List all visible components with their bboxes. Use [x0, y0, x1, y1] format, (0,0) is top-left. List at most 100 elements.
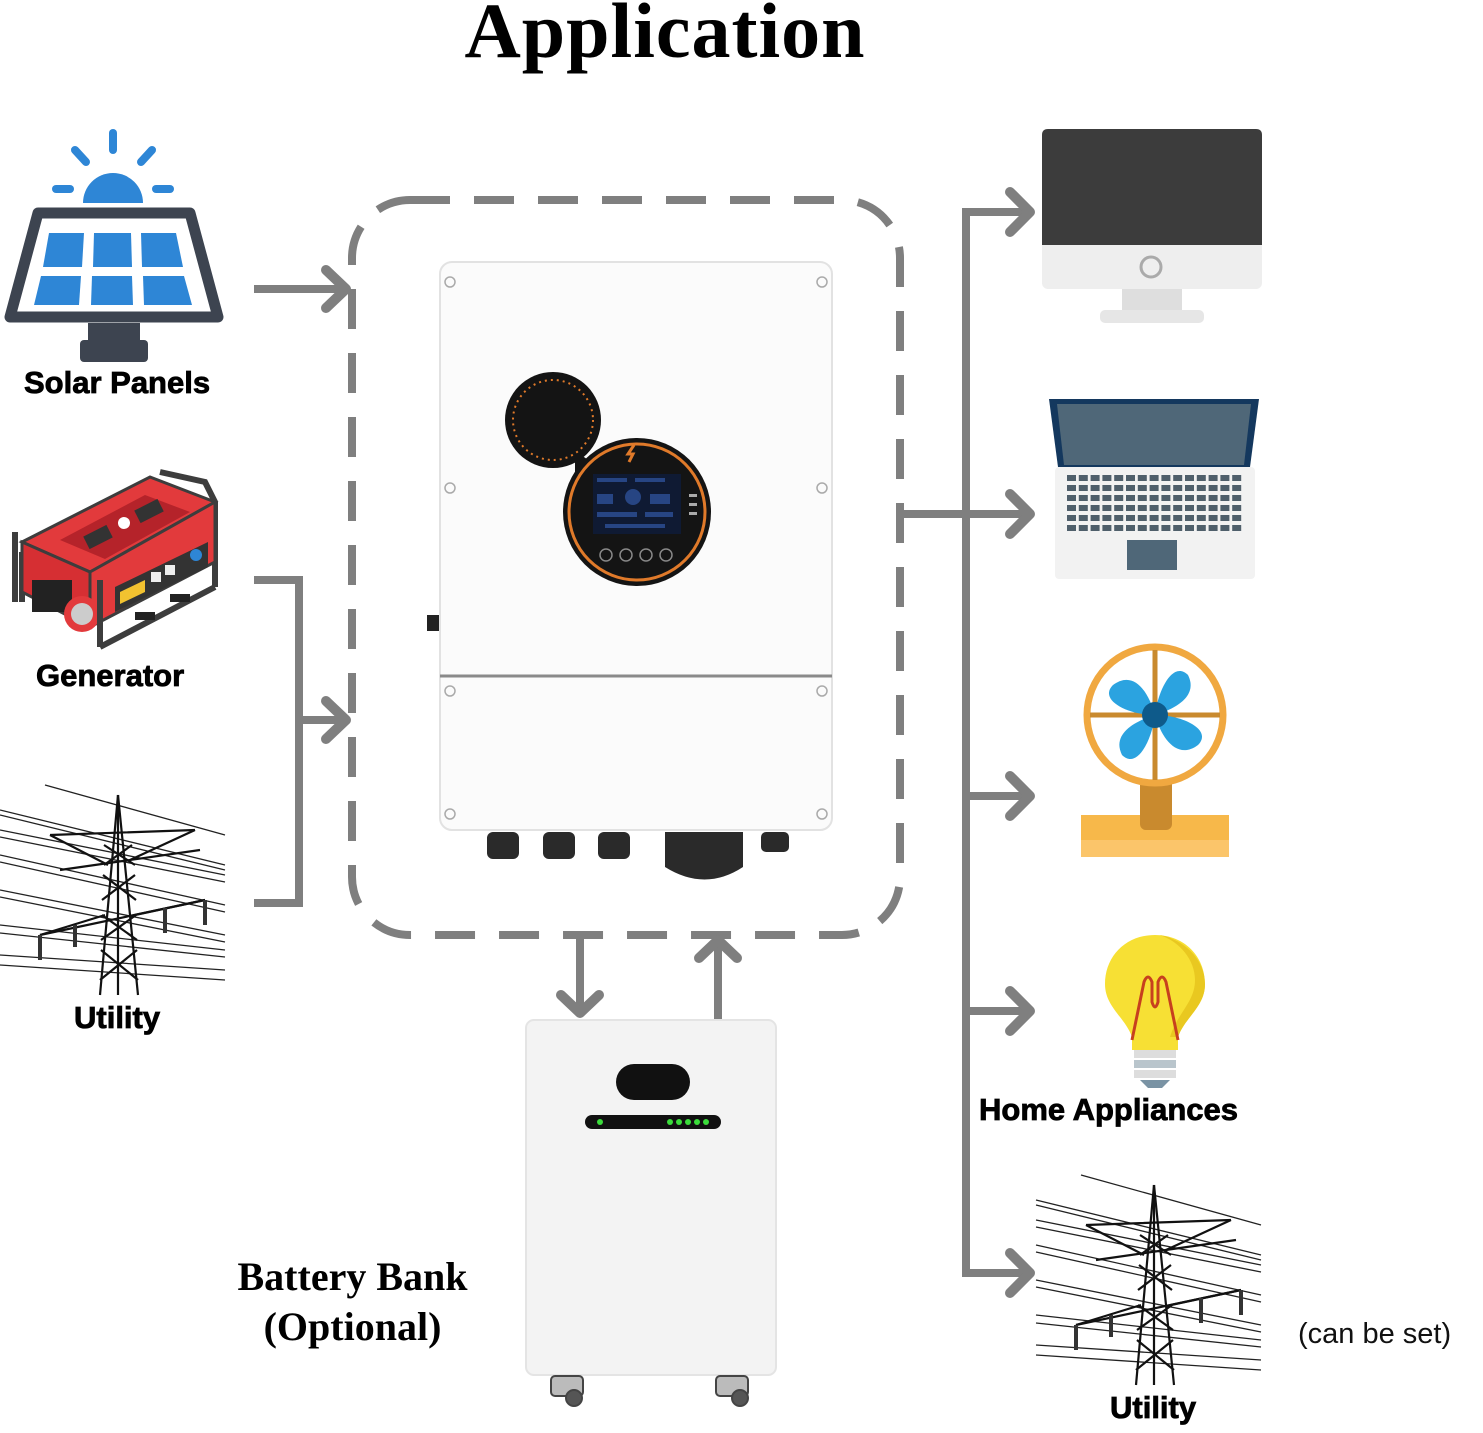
keyboard-key — [1220, 495, 1230, 501]
inverter-system-boundary — [348, 196, 904, 939]
keyboard-key — [1185, 485, 1194, 491]
keyboard-key — [1161, 495, 1171, 501]
keyboard-key — [1137, 485, 1147, 491]
keyboard-key — [1220, 515, 1230, 521]
keyboard-key — [1102, 495, 1112, 501]
keyboard-key — [1078, 485, 1088, 491]
laptop-icon — [1049, 399, 1259, 579]
keyboard-key — [1185, 505, 1194, 511]
keyboard-key — [1090, 525, 1100, 531]
keyboard-key — [1149, 505, 1159, 511]
keyboard-key — [1137, 525, 1147, 531]
keyboard-key — [1137, 505, 1147, 511]
keyboard-key — [1196, 475, 1206, 481]
keyboard-key — [1161, 525, 1171, 531]
keyboard-key — [1067, 495, 1076, 501]
keyboard-key — [1078, 505, 1088, 511]
keyboard-key — [1208, 515, 1218, 521]
generator-icon — [12, 469, 219, 650]
keyboard-key — [1173, 495, 1183, 501]
keyboard-key — [1067, 505, 1076, 511]
arrow-head-fan — [1005, 771, 1035, 821]
keyboard-key — [1232, 475, 1242, 481]
keyboard-key — [1149, 525, 1159, 531]
keyboard-key — [1196, 505, 1206, 511]
keyboard-key — [1161, 475, 1171, 481]
keyboard-key — [1114, 525, 1124, 531]
arrow-head-desktop — [1005, 187, 1035, 237]
keyboard-key — [1114, 475, 1124, 481]
keyboard-key — [1114, 485, 1124, 491]
keyboard-key — [1126, 525, 1135, 531]
keyboard-key — [1090, 475, 1100, 481]
keyboard-key — [1137, 475, 1147, 481]
hybrid-inverter-icon — [427, 261, 833, 880]
keyboard-key — [1114, 495, 1124, 501]
power-tower-icon — [0, 784, 226, 996]
keyboard-key — [1078, 495, 1088, 501]
keyboard-key — [1208, 505, 1218, 511]
light-bulb-icon — [1105, 935, 1205, 1088]
keyboard-key — [1196, 485, 1206, 491]
keyboard-key — [1078, 525, 1088, 531]
keyboard-key — [1173, 515, 1183, 521]
keyboard-key — [1220, 505, 1230, 511]
keyboard-key — [1196, 515, 1206, 521]
keyboard-key — [1102, 525, 1112, 531]
keyboard-key — [1126, 505, 1135, 511]
keyboard-key — [1137, 515, 1147, 521]
battery-led-indicators — [597, 1119, 709, 1125]
keyboard-key — [1126, 485, 1135, 491]
keyboard-key — [1232, 525, 1242, 531]
keyboard-key — [1149, 495, 1159, 501]
keyboard-key — [1090, 495, 1100, 501]
keyboard-key — [1067, 485, 1076, 491]
keyboard-key — [1173, 475, 1183, 481]
keyboard-key — [1173, 505, 1183, 511]
keyboard-key — [1090, 515, 1100, 521]
arrow-head-bulb — [1005, 986, 1035, 1036]
keyboard-key — [1208, 525, 1218, 531]
home-appliances-label: Home Appliances — [979, 1092, 1239, 1128]
utility-output-label: Utility — [1110, 1390, 1197, 1426]
keyboard-key — [1185, 475, 1194, 481]
keyboard-key — [1078, 515, 1088, 521]
keyboard-key — [1067, 475, 1076, 481]
generator-utility-bracket — [254, 576, 303, 907]
keyboard-key — [1102, 485, 1112, 491]
keyboard-key — [1185, 515, 1194, 521]
keyboard-key — [1232, 505, 1242, 511]
power-tower-icon — [1035, 1174, 1262, 1386]
keyboard-key — [1220, 475, 1230, 481]
arrow-head-solar — [321, 265, 351, 313]
arrow-head-utility-out — [1005, 1248, 1035, 1298]
page-title: Application — [464, 0, 866, 74]
solar-panel-icon — [4, 129, 224, 362]
keyboard-key — [1149, 475, 1159, 481]
keyboard-key — [1126, 495, 1135, 501]
keyboard-key — [1126, 515, 1135, 521]
keyboard-key — [1090, 505, 1100, 511]
keyboard-key — [1220, 485, 1230, 491]
keyboard-key — [1185, 525, 1194, 531]
inverter-display — [505, 372, 711, 586]
load-bus — [962, 208, 1030, 1277]
keyboard-key — [1208, 475, 1218, 481]
keyboard-key — [1078, 475, 1088, 481]
keyboard-key — [1185, 495, 1194, 501]
keyboard-key — [1090, 485, 1100, 491]
battery-label-line1: Battery Bank — [237, 1254, 468, 1299]
keyboard-key — [1102, 505, 1112, 511]
keyboard-key — [1067, 515, 1076, 521]
keyboard-key — [1173, 525, 1183, 531]
keyboard-key — [1208, 495, 1218, 501]
keyboard-key — [1149, 485, 1159, 491]
keyboard-key — [1161, 485, 1171, 491]
keyboard-key — [1067, 525, 1076, 531]
arrow-head-laptop — [1005, 489, 1035, 539]
keyboard-key — [1232, 495, 1242, 501]
arrow-head-from-battery — [694, 935, 742, 963]
keyboard-key — [1173, 485, 1183, 491]
keyboard-key — [1102, 475, 1112, 481]
battery-label-line2: (Optional) — [263, 1304, 442, 1349]
